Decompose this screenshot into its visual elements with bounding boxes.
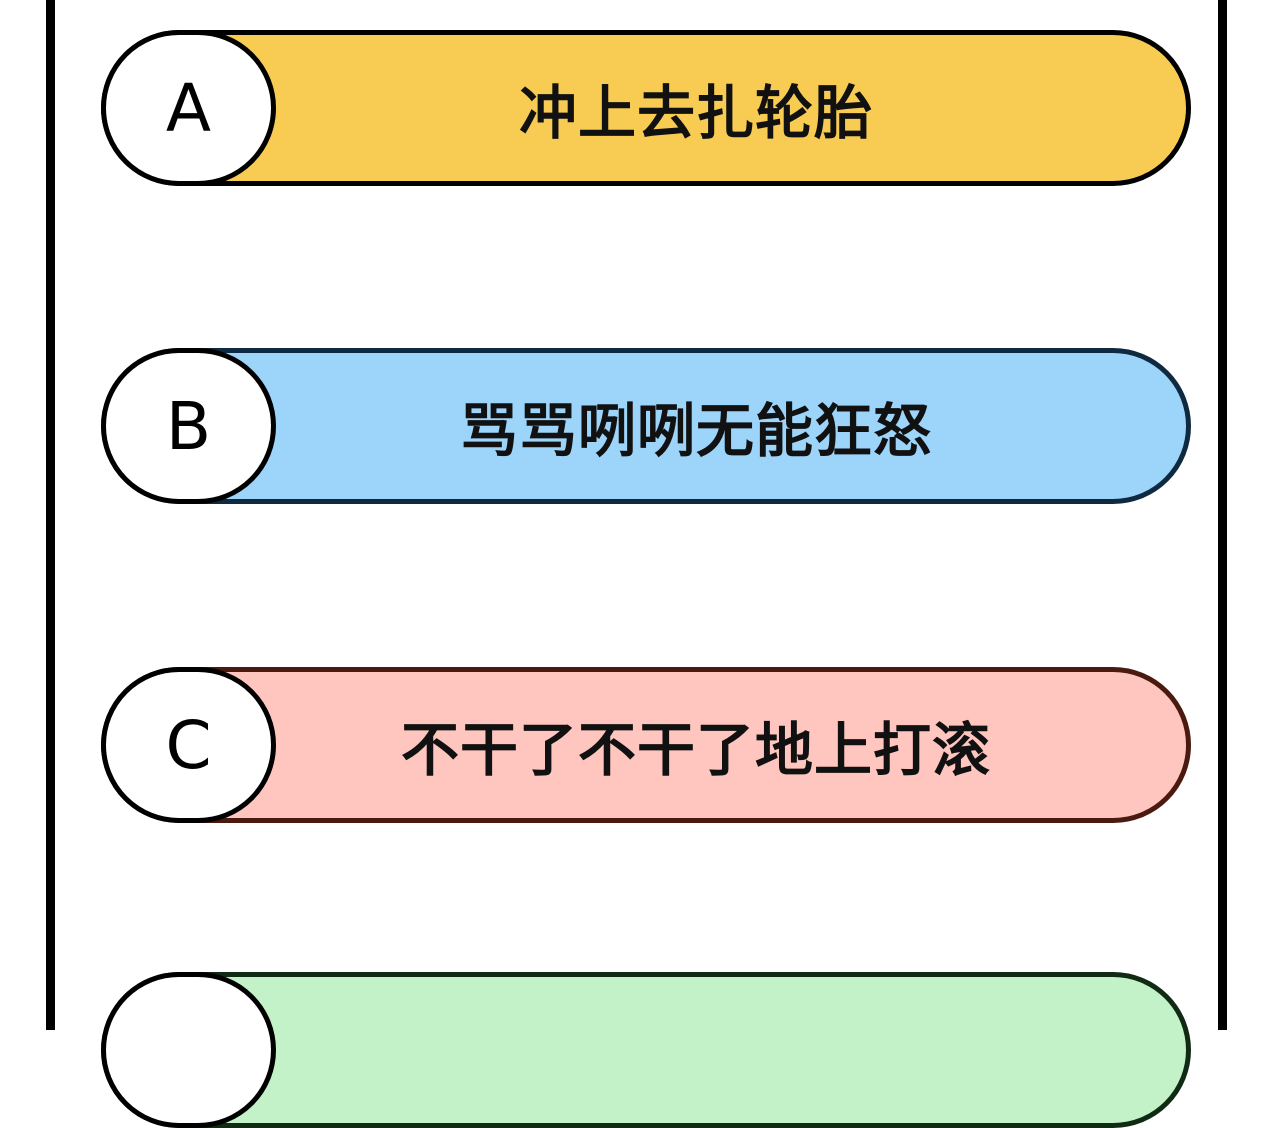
option-a-text: 冲上去扎轮胎 xyxy=(518,79,873,147)
option-c-button[interactable]: 不干了不干了地上打滚 xyxy=(101,667,1191,823)
option-b-text: 骂骂咧咧无能狂怒 xyxy=(459,397,932,465)
option-c-text: 不干了不干了地上打滚 xyxy=(400,716,991,784)
option-d-text xyxy=(226,977,1166,1123)
option-b-button[interactable]: 骂骂咧咧无能狂怒 xyxy=(101,348,1191,504)
option-b-letter-badge[interactable]: B xyxy=(101,348,276,504)
option-a-button[interactable]: 冲上去扎轮胎 xyxy=(101,30,1191,186)
option-a-letter-badge[interactable]: A xyxy=(101,30,276,186)
option-d-letter-badge[interactable] xyxy=(101,972,276,1128)
option-c-letter-badge[interactable]: C xyxy=(101,667,276,823)
